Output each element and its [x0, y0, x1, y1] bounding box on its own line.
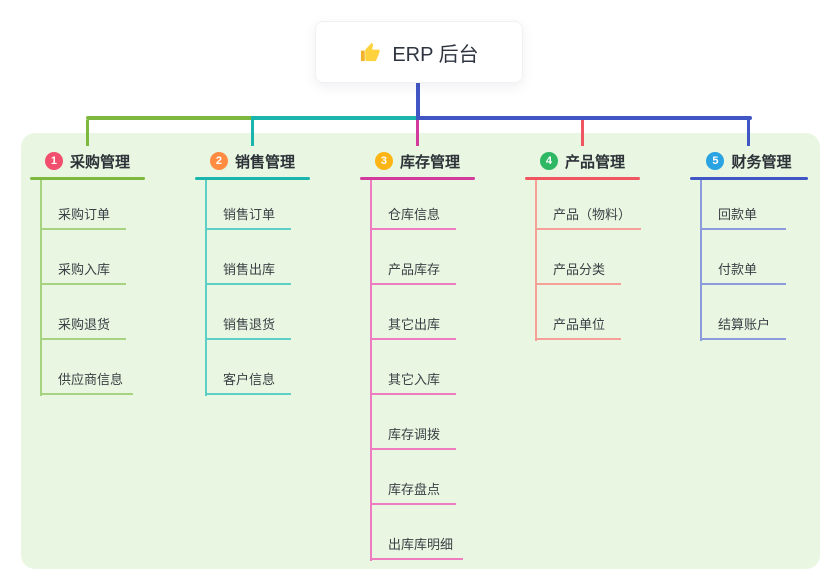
branch-label: 销售管理 — [234, 153, 295, 171]
root-node[interactable]: ERP 后台 — [315, 21, 523, 83]
child-node[interactable]: 采购入库 — [40, 230, 126, 285]
tree-line — [370, 180, 372, 561]
child-node[interactable]: 产品（物料） — [535, 180, 642, 230]
branch-inventory: 3 库存管理 仓库信息 产品库存 其它出库 其它入库 库存调拨 库存盘点 出库库… — [360, 148, 475, 561]
branch-label: 产品管理 — [564, 153, 625, 171]
thumbs-up-icon — [359, 41, 382, 64]
child-label: 产品单位 — [553, 317, 606, 332]
drop-connector-5 — [747, 120, 750, 146]
tree-line — [205, 180, 207, 396]
child-label: 销售退货 — [223, 317, 276, 332]
child-label: 结算账户 — [718, 317, 771, 332]
branch-header-finance[interactable]: 5 财务管理 — [690, 148, 808, 174]
child-node[interactable]: 销售退货 — [205, 285, 291, 340]
branch-header-purchase[interactable]: 1 采购管理 — [30, 148, 145, 174]
child-label: 采购订单 — [58, 207, 111, 222]
child-label: 库存调拨 — [388, 427, 441, 442]
branch-product: 4 产品管理 产品（物料） 产品分类 产品单位 — [525, 148, 642, 341]
child-label: 其它入库 — [388, 372, 441, 387]
branch-underline — [30, 177, 145, 180]
child-node[interactable]: 付款单 — [700, 230, 786, 285]
drop-connector-2 — [251, 120, 254, 146]
child-node[interactable]: 结算账户 — [700, 285, 786, 340]
drop-connector-1 — [86, 120, 89, 146]
branch-sales: 2 销售管理 销售订单 销售出库 销售退货 客户信息 — [195, 148, 310, 396]
branch-finance: 5 财务管理 回款单 付款单 结算账户 — [690, 148, 808, 341]
branch-header-product[interactable]: 4 产品管理 — [525, 148, 640, 174]
branch-number-badge: 4 — [539, 152, 558, 170]
child-node[interactable]: 产品库存 — [370, 230, 456, 285]
child-label: 产品库存 — [388, 262, 441, 277]
tree-line — [700, 180, 702, 341]
branch-label: 采购管理 — [69, 153, 130, 171]
child-node[interactable]: 其它出库 — [370, 285, 456, 340]
drop-connector-3 — [416, 120, 419, 146]
branch-purchase: 1 采购管理 采购订单 采购入库 采购退货 供应商信息 — [30, 148, 145, 396]
branch-underline — [360, 177, 475, 180]
child-node[interactable]: 仓库信息 — [370, 180, 456, 230]
child-node[interactable]: 采购订单 — [40, 180, 126, 230]
child-label: 出库库明细 — [388, 537, 454, 552]
child-label: 库存盘点 — [388, 482, 441, 497]
child-node[interactable]: 销售订单 — [205, 180, 291, 230]
child-node[interactable]: 产品分类 — [535, 230, 621, 285]
child-node[interactable]: 供应商信息 — [40, 340, 134, 395]
child-node[interactable]: 出库库明细 — [370, 505, 464, 560]
child-label: 客户信息 — [223, 372, 276, 387]
branch-underline — [195, 177, 310, 180]
child-node[interactable]: 回款单 — [700, 180, 786, 230]
child-label: 供应商信息 — [58, 372, 124, 387]
branch-header-inventory[interactable]: 3 库存管理 — [360, 148, 475, 174]
child-label: 付款单 — [718, 262, 758, 277]
branch-label: 财务管理 — [731, 153, 792, 171]
child-node[interactable]: 产品单位 — [535, 285, 621, 340]
bus-segment-blue — [416, 116, 752, 120]
root-label: ERP 后台 — [392, 43, 479, 66]
trunk-connector — [416, 83, 420, 120]
child-node[interactable]: 销售出库 — [205, 230, 291, 285]
branches-background-panel — [21, 133, 820, 569]
bus-segment-teal — [251, 116, 418, 120]
child-label: 采购入库 — [58, 262, 111, 277]
tree-line — [535, 180, 537, 341]
child-label: 回款单 — [718, 207, 758, 222]
child-label: 销售出库 — [223, 262, 276, 277]
drop-connector-4 — [581, 120, 584, 146]
branch-label: 库存管理 — [399, 153, 460, 171]
child-label: 产品（物料） — [553, 207, 632, 222]
child-label: 仓库信息 — [388, 207, 441, 222]
tree-line — [40, 180, 42, 396]
branch-underline — [690, 177, 808, 180]
child-label: 产品分类 — [553, 262, 606, 277]
child-label: 采购退货 — [58, 317, 111, 332]
child-label: 销售订单 — [223, 207, 276, 222]
child-label: 其它出库 — [388, 317, 441, 332]
child-node[interactable]: 客户信息 — [205, 340, 291, 395]
branch-number-badge: 5 — [706, 152, 725, 170]
branch-header-sales[interactable]: 2 销售管理 — [195, 148, 310, 174]
branch-number-badge: 3 — [374, 152, 393, 170]
branch-number-badge: 2 — [209, 152, 228, 170]
branch-number-badge: 1 — [44, 152, 63, 170]
branch-underline — [525, 177, 640, 180]
child-node[interactable]: 库存盘点 — [370, 450, 456, 505]
child-node[interactable]: 其它入库 — [370, 340, 456, 395]
bus-segment-green — [86, 116, 253, 120]
child-node[interactable]: 采购退货 — [40, 285, 126, 340]
child-node[interactable]: 库存调拨 — [370, 395, 456, 450]
